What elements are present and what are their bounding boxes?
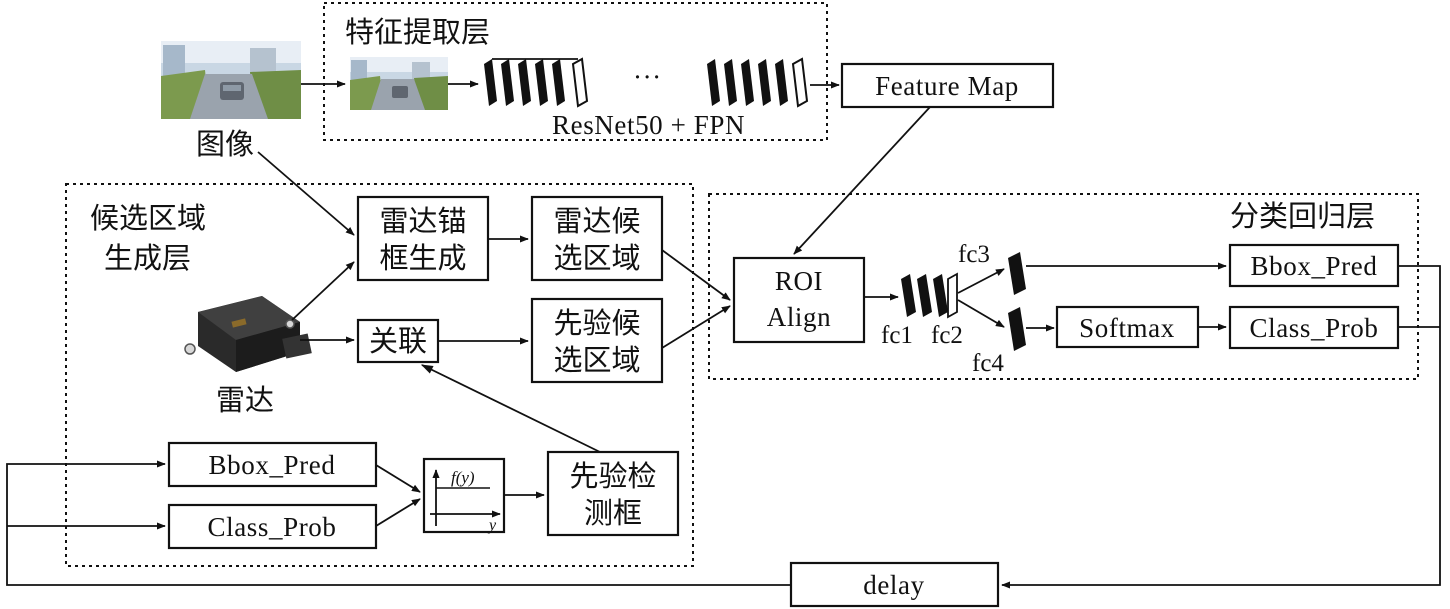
backbone-ellipsis: ··· xyxy=(633,62,662,92)
bbox-pred-input-box xyxy=(167,441,378,488)
association-label: 关联 xyxy=(369,325,427,358)
prior-detection-box xyxy=(546,450,680,537)
mapping-function-plot xyxy=(430,469,501,526)
backbone-name: ResNet50 + FPN xyxy=(552,110,745,140)
feature-extraction-title: 特征提取层 xyxy=(345,16,490,49)
arrow-image-to-radar-anchor xyxy=(257,151,355,236)
fc3-label: fc3 xyxy=(958,241,990,268)
class-prob-output-label: Class_Prob xyxy=(1249,313,1378,343)
function-x-axis-label: y xyxy=(487,517,497,534)
prior-proposal-region-label-2: 选区域 xyxy=(553,344,640,377)
prior-proposal-region-label-1: 先验候 xyxy=(553,307,640,340)
backbone-input-image-icon xyxy=(350,57,448,110)
arrow-radar-proposal-to-roi xyxy=(661,249,731,301)
arrow-prior-box-to-association xyxy=(420,364,601,453)
proposal-generation-title-line1: 候选区域 xyxy=(90,202,206,235)
class-prob-input-label: Class_Prob xyxy=(207,512,336,542)
prior-detection-label-1: 先验检 xyxy=(569,460,656,493)
arrow-class-prob-to-function xyxy=(375,498,421,527)
radar-proposal-region-box xyxy=(530,195,664,282)
radar-anchor-generation-box xyxy=(356,195,490,282)
feedback-delay-line xyxy=(6,460,791,586)
radar-proposal-region-label-2: 选区域 xyxy=(553,242,640,275)
roi-align-box xyxy=(732,256,866,344)
radar-sensor-icon xyxy=(184,296,312,372)
arrow-radar-to-radar-anchor xyxy=(291,261,355,321)
fc1-fc2-layer-stack xyxy=(901,272,958,319)
fc4-label: fc4 xyxy=(972,350,1004,377)
prior-proposal-region-box xyxy=(530,297,664,384)
fc3-layer xyxy=(1008,252,1026,295)
feature-map-box xyxy=(840,62,1055,109)
radar-anchor-generation-label-2: 框生成 xyxy=(379,242,466,275)
classification-regression-region xyxy=(708,193,1419,380)
proposal-generation-title-line2: 生成层 xyxy=(104,242,191,275)
conv-layer-stack-last xyxy=(707,57,809,108)
proposal-generation-region xyxy=(65,183,694,567)
arrow-prior-proposal-to-roi xyxy=(661,305,731,349)
fc1-label: fc1 xyxy=(881,322,913,349)
feedback-bbox-pred-line xyxy=(1001,265,1441,589)
class-prob-input-box xyxy=(167,503,378,550)
association-box xyxy=(356,318,440,364)
bbox-pred-output-box xyxy=(1228,243,1400,288)
classification-regression-title: 分类回归层 xyxy=(1230,200,1375,233)
radar-label: 雷达 xyxy=(216,384,274,417)
street-scene-image-icon xyxy=(161,41,301,119)
fc4-layer xyxy=(1008,307,1026,351)
softmax-label: Softmax xyxy=(1079,313,1175,343)
function-y-axis-label: f(y) xyxy=(451,468,475,487)
radar-anchor-generation-label-1: 雷达锚 xyxy=(379,205,466,238)
bbox-pred-output-label: Bbox_Pred xyxy=(1251,251,1378,281)
roi-align-label-1: ROI xyxy=(775,266,823,296)
class-prob-output-box xyxy=(1228,305,1400,350)
fc2-label: fc2 xyxy=(931,322,963,349)
feature-extraction-region xyxy=(323,2,828,141)
arrow-feature-map-to-roi xyxy=(793,106,931,255)
image-label: 图像 xyxy=(196,128,254,161)
conv-layer-stack-first xyxy=(484,57,589,108)
arrow-fc2-to-fc3 xyxy=(957,268,1005,294)
delay-box xyxy=(789,561,1000,608)
roi-align-label-2: Align xyxy=(767,302,832,332)
delay-label: delay xyxy=(863,570,924,600)
radar-proposal-region-label-1: 雷达候 xyxy=(553,205,640,238)
feature-map-label: Feature Map xyxy=(875,71,1019,101)
bbox-pred-input-label: Bbox_Pred xyxy=(209,450,336,480)
prior-detection-label-2: 测框 xyxy=(584,497,642,530)
arrow-bbox-pred-to-function xyxy=(375,464,421,493)
arrow-fc2-to-fc4 xyxy=(957,299,1005,328)
